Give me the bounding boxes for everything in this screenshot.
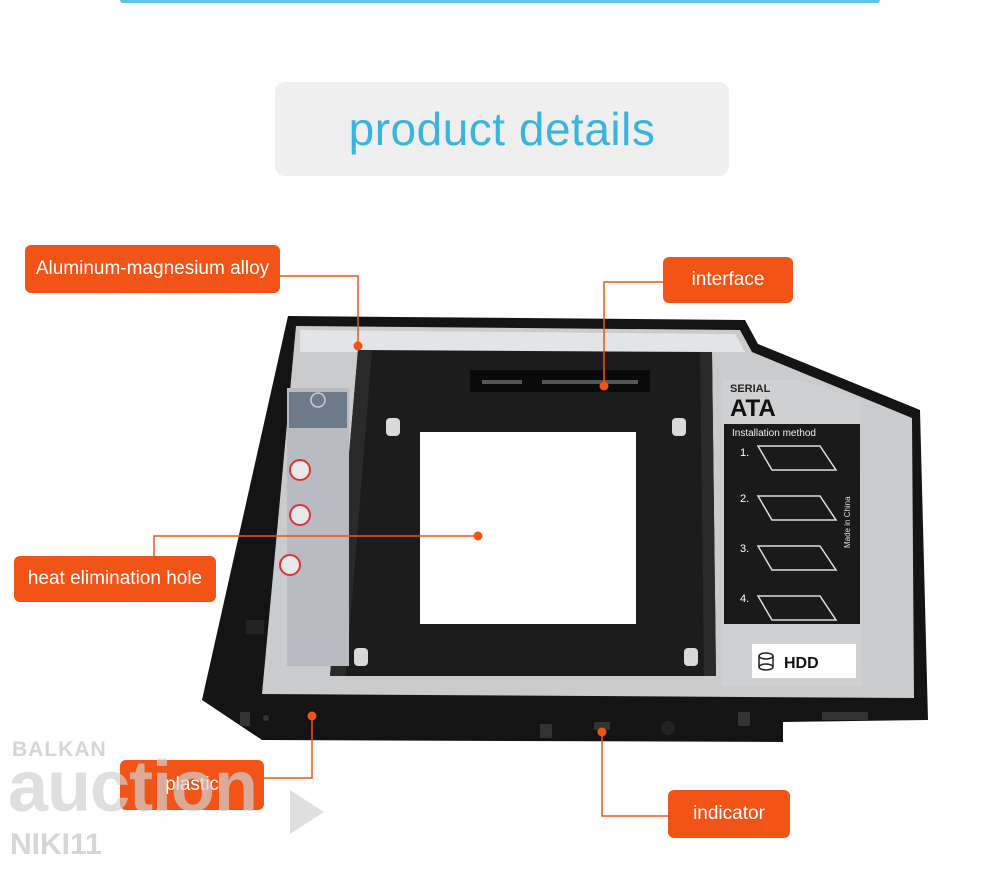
label-hdd: HDD [784,655,819,672]
leader-lines [153,275,668,817]
top-accent-rule [120,0,880,3]
label-serial: SERIAL [730,383,771,395]
leader-dots [307,341,609,737]
header-banner: product details [275,82,729,176]
callout-plastic: plastic [120,760,264,810]
label-ata: ATA [730,395,776,422]
callout-interface: interface [663,257,793,303]
label-install-title: Installation method [732,428,816,439]
step-1: 1. [740,447,749,459]
step-3: 3. [740,543,749,555]
step-4: 4. [740,593,749,605]
label-made-in: Made in China [843,496,852,548]
page-title: product details [348,103,656,155]
warning-sticker [287,388,349,666]
step-2: 2. [740,493,749,505]
callout-heat-hole: heat elimination hole [14,556,216,602]
callout-aluminum-alloy: Aluminum-magnesium alloy [25,245,280,293]
callout-indicator: indicator [668,790,790,838]
heat-hole [420,432,636,624]
